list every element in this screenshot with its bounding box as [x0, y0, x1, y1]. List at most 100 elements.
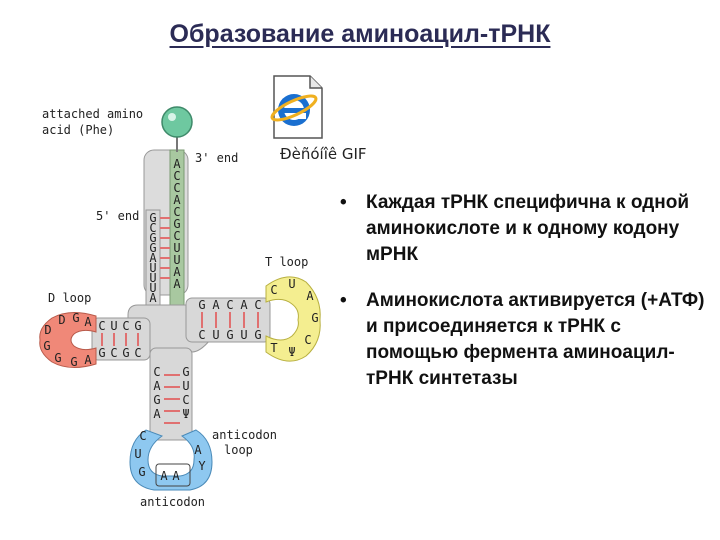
svg-text:A: A [149, 251, 157, 265]
bullet-item: • Аминокислота активируется (+АТФ) и при… [340, 288, 710, 392]
d-loop-label: D loop [48, 291, 91, 305]
svg-text:C: C [110, 346, 117, 360]
svg-text:A: A [194, 443, 202, 457]
svg-text:U: U [149, 261, 156, 275]
svg-text:G: G [153, 393, 160, 407]
bullet-text: Аминокислота активируется (+АТФ) и присо… [366, 290, 705, 389]
t-loop-label: T loop [265, 255, 308, 269]
svg-text:G: G [72, 311, 79, 325]
svg-text:U: U [182, 379, 189, 393]
svg-text:C: C [198, 328, 205, 342]
d-arm-pairs [101, 333, 139, 346]
svg-text:U: U [134, 447, 141, 461]
svg-text:C: C [98, 319, 105, 333]
svg-text:T: T [270, 341, 277, 355]
attached-amino-label-1: attached amino [42, 107, 143, 121]
acceptor-pairs [160, 217, 170, 279]
svg-text:G: G [70, 355, 77, 369]
anticodon-loop [129, 429, 213, 491]
svg-text:A: A [173, 157, 181, 171]
svg-text:U: U [173, 241, 180, 255]
svg-text:U: U [173, 253, 180, 267]
svg-text:C: C [226, 298, 233, 312]
anticodon-loop-label-1: anticodon [212, 428, 277, 442]
acceptor-3prime-bases: AC CA CG CU UA A [173, 157, 181, 291]
svg-text:D: D [44, 323, 51, 337]
anticodon-stem-pairs [164, 374, 180, 424]
bullet-dot: • [340, 192, 347, 213]
anticodon-label: anticodon [140, 495, 205, 509]
anticodon-loop-label-2: loop [224, 443, 253, 457]
bullet-item: • Каждая тРНК специфична к одной аминоки… [340, 190, 710, 268]
svg-text:A: A [173, 193, 181, 207]
svg-text:A: A [240, 298, 248, 312]
svg-text:A: A [84, 353, 92, 367]
svg-text:G: G [226, 328, 233, 342]
svg-text:G: G [149, 241, 156, 255]
svg-text:C: C [254, 298, 261, 312]
svg-text:G: G [254, 328, 261, 342]
svg-text:Y: Y [198, 459, 206, 473]
svg-text:C: C [134, 346, 141, 360]
svg-text:C: C [122, 319, 129, 333]
d-loop [39, 312, 97, 368]
d-arm [91, 317, 151, 361]
t-arm [185, 297, 271, 343]
svg-text:G: G [149, 231, 156, 245]
anticodon-stem-bases: CA GA GU CΨ [153, 365, 189, 421]
svg-text:A: A [153, 379, 161, 393]
svg-text:C: C [173, 169, 180, 183]
slide-title: Образование аминоацил-тРНК [169, 20, 551, 48]
t-loop [265, 276, 321, 362]
bullet-list: • Каждая тРНК специфична к одной аминоки… [340, 190, 710, 412]
svg-text:C: C [139, 429, 146, 443]
svg-text:U: U [149, 271, 156, 285]
attached-amino-label-2: acid (Phe) [42, 123, 114, 137]
five-end-label: 5' end [96, 209, 139, 223]
internet-explorer-file-icon [270, 75, 323, 139]
t-arm-pairs [201, 312, 259, 328]
svg-text:G: G [173, 217, 180, 231]
acceptor-5prime-bases: GC GG AU UU A [149, 211, 157, 305]
svg-text:D: D [58, 313, 65, 327]
svg-text:A: A [212, 298, 220, 312]
amino-acid-sphere [161, 106, 193, 138]
svg-text:C: C [173, 181, 180, 195]
svg-text:G: G [98, 346, 105, 360]
svg-text:A: A [160, 469, 168, 483]
gif-file-label: Ðèñóíîê GIF [280, 145, 367, 163]
svg-text:A: A [84, 315, 92, 329]
svg-text:C: C [173, 205, 180, 219]
svg-text:A: A [149, 291, 157, 305]
svg-text:U: U [110, 319, 117, 333]
svg-text:G: G [198, 298, 205, 312]
svg-text:U: U [212, 328, 219, 342]
svg-text:G: G [43, 339, 50, 353]
svg-text:U: U [288, 277, 295, 291]
svg-text:C: C [149, 221, 156, 235]
svg-text:A: A [173, 277, 181, 291]
bullet-dot: • [340, 290, 347, 311]
svg-text:G: G [122, 346, 129, 360]
anticodon-stem [149, 347, 193, 441]
svg-text:A: A [306, 289, 314, 303]
svg-text:G: G [54, 351, 61, 365]
svg-text:A: A [153, 407, 161, 421]
svg-text:A: A [173, 265, 181, 279]
svg-text:G: G [311, 311, 318, 325]
svg-text:G: G [182, 365, 189, 379]
svg-text:C: C [173, 229, 180, 243]
svg-text:C: C [153, 365, 160, 379]
svg-text:C: C [270, 283, 277, 297]
svg-text:A: A [172, 469, 180, 483]
svg-text:Ψ: Ψ [288, 345, 295, 359]
svg-text:G: G [149, 211, 156, 225]
bullet-text: Каждая тРНК специфична к одной аминокисл… [366, 192, 690, 265]
